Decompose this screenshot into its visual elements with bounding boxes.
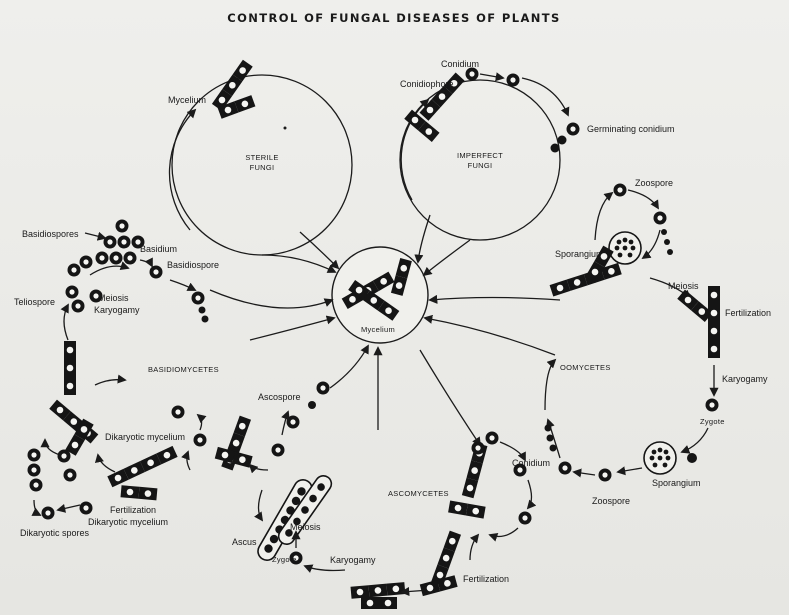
zoospore-bottom-spore — [599, 469, 612, 482]
germinating-zoospore — [559, 462, 572, 475]
imperfect-fungi-cycle: IMPERFECT FUNGI — [400, 80, 560, 240]
zoospore-top-label: Zoospore — [635, 178, 673, 188]
asco-conidiophore-2 — [448, 501, 486, 519]
basidiospore-spore — [150, 266, 163, 279]
conidium-free — [507, 74, 520, 87]
sporangium-top — [609, 232, 641, 264]
fertilization-basidio-label: Fertilization — [110, 505, 156, 515]
zygote-oomy-label: Zygote — [700, 417, 725, 426]
dikaryotic-spores-chain — [28, 449, 77, 492]
karyogamy-basidio-label: Karyogamy — [94, 305, 140, 315]
karyogamy-asco-label: Karyogamy — [330, 555, 376, 565]
karyogamy-hypha — [351, 582, 406, 599]
sterile-fungi-label: STERILE — [245, 153, 278, 162]
germinating-conidium-spore — [567, 123, 580, 136]
dikaryotic-spore-free-2 — [80, 502, 93, 515]
basidiomycetes-label: BASIDIOMYCETES — [148, 365, 219, 374]
ascospore-spore-2 — [287, 416, 300, 429]
mycelium-top-label: Mycelium — [168, 95, 206, 105]
basidium-label: Basidium — [140, 244, 177, 254]
dikaryotic-mycelium-2 — [107, 446, 177, 487]
sporangium-bottom — [644, 442, 676, 474]
oogonium — [708, 286, 720, 358]
conidium-top-label: Conidium — [441, 59, 479, 69]
teliospore-label: Teliospore — [14, 297, 55, 307]
meiosis-asco-label: Meiosis — [290, 522, 321, 532]
dikaryotic-mycelium-2-label: Dikaryotic mycelium — [88, 517, 168, 527]
dikaryotic-spores-label: Dikaryotic spores — [20, 528, 90, 538]
karyogamy-oomy-label: Karyogamy — [722, 374, 768, 384]
basidio-hypha-vertical — [64, 341, 76, 395]
zoospore-bottom-label: Zoospore — [592, 496, 630, 506]
meiosis-oomy-label: Meiosis — [668, 281, 699, 291]
ascomycetes-label: ASCOMYCETES — [388, 489, 449, 498]
fertilization-asco-hypha — [431, 531, 461, 586]
conidium-asco-spore-2 — [486, 432, 499, 445]
basidiospore-germ — [192, 292, 209, 323]
sporangium-stalk — [687, 453, 697, 463]
dikaryotic-spore-free — [42, 507, 55, 520]
antheridium — [677, 290, 712, 322]
diagram-title: CONTROL OF FUNGAL DISEASES OF PLANTS — [227, 11, 561, 25]
conidium-asco-spore-4 — [519, 512, 532, 525]
ascus-label: Ascus — [232, 537, 257, 547]
imperfect-fungi-label-2: FUNGI — [468, 161, 493, 170]
dot — [284, 127, 287, 130]
ascospore-spore-3 — [272, 444, 285, 457]
ascospore-label: Ascospore — [258, 392, 301, 402]
zygote-oomy — [706, 399, 719, 412]
dikaryotic-mycelium-2b — [121, 485, 158, 500]
zygote-asco-label: Zygote — [272, 555, 297, 564]
zoospore-tail — [661, 229, 673, 255]
conidium-asco-label: Conidium — [512, 458, 550, 468]
sporangium-bottom-label: Sporangium — [652, 478, 701, 488]
imperfect-fungi-label: IMPERFECT — [457, 151, 503, 160]
ascospore-germ — [308, 401, 316, 409]
zoospore-top-spore — [614, 184, 627, 197]
meiosis-basidio-label: Meiosis — [98, 293, 129, 303]
sporangium-top-label: Sporangium — [555, 249, 604, 259]
zoospore-top-spore-2 — [654, 212, 667, 225]
ascospore-spore — [317, 382, 330, 395]
karyogamy-hypha-2 — [361, 597, 397, 609]
zoospore-germ — [545, 425, 557, 452]
conidium-spore — [466, 68, 479, 81]
fertilization-oomy-label: Fertilization — [725, 308, 771, 318]
basidiospores-label: Basidiospores — [22, 229, 79, 239]
germinating-conidium-label: Germinating conidium — [587, 124, 675, 134]
basidiospore-label: Basidiospore — [167, 260, 219, 270]
center-mycelium-label: Mycelium — [361, 325, 395, 334]
conidium-asco-spore-1 — [472, 442, 485, 455]
oomycetes-label: OOMYCETES — [560, 363, 611, 372]
central-mycelium: Mycelium — [332, 247, 428, 343]
oomycete-hypha — [550, 263, 622, 297]
conidiophore-label: Conidiophore — [400, 79, 454, 89]
sterile-fungi-label-2: FUNGI — [250, 163, 275, 172]
dikaryotic-mycelium-1-label: Dikaryotic mycelium — [105, 432, 185, 442]
fertilization-asco-label: Fertilization — [463, 574, 509, 584]
